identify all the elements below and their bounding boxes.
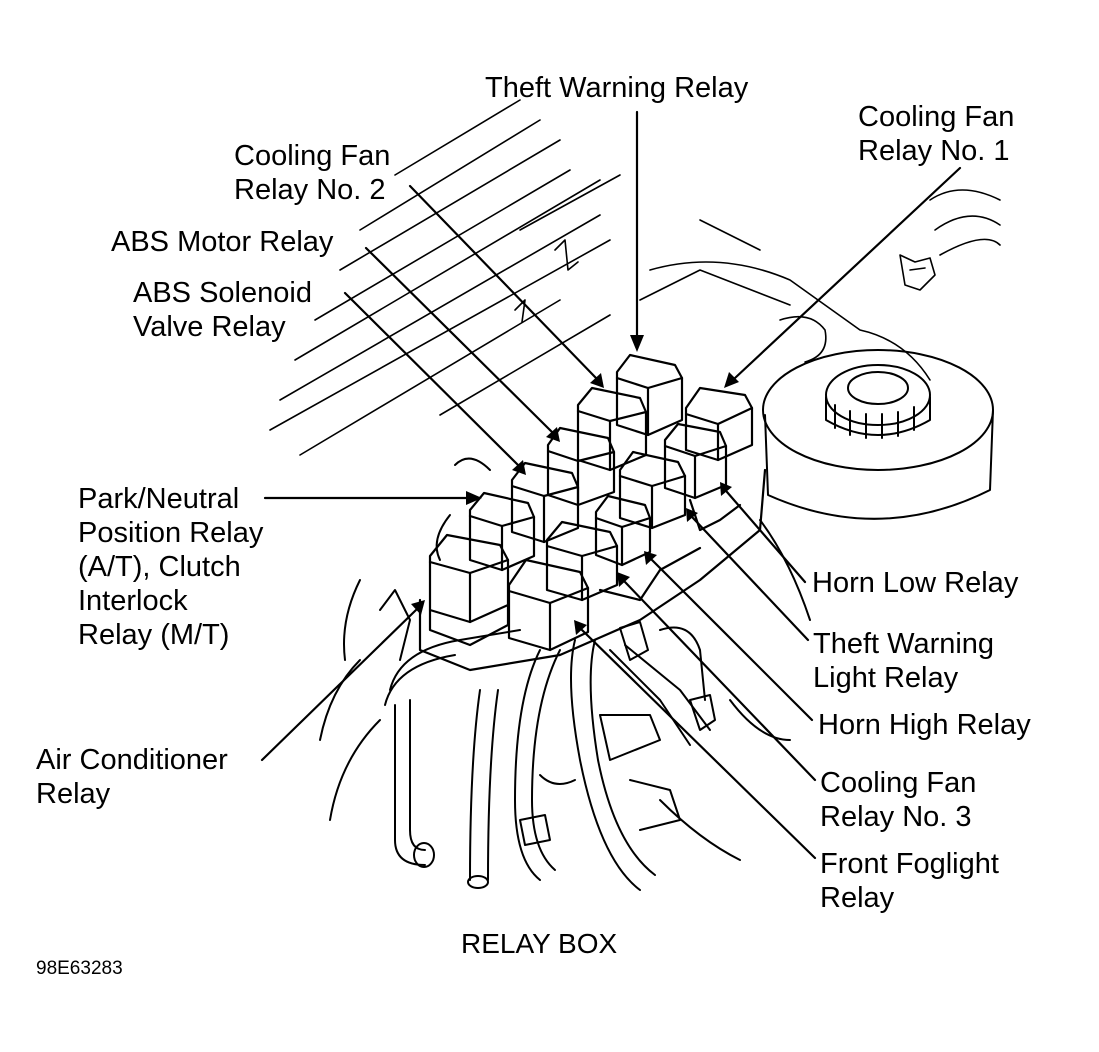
label-line: Relay [36,778,111,810]
label-line: Cooling Fan [858,101,1015,133]
label-horn-low-relay: Horn Low Relay [812,566,1018,600]
label-park-neutral-position-relay: Park/Neutral Position Relay (A/T), Clutc… [78,482,263,652]
leader-horn-high-relay [650,558,814,722]
label-abs-motor-relay: ABS Motor Relay [111,225,333,259]
label-line: Cooling Fan [820,767,977,799]
label-air-conditioner-relay: Air Conditioner Relay [36,743,228,811]
label-line: Cooling Fan [234,140,391,172]
leader-cooling-fan-relay-1 [733,166,962,380]
label-line: Relay No. 1 [858,135,1010,167]
reservoir-cap-illustration [762,349,994,520]
leader-theft-warning-light-relay [691,516,810,642]
leader-cooling-fan-relay-2 [408,184,598,380]
label-line: Air Conditioner [36,744,228,776]
engine-compartment-background [269,99,1001,456]
label-line: Horn High Relay [818,709,1031,741]
label-line: Interlock [78,585,188,617]
figure-caption: RELAY BOX [461,928,618,959]
label-line: Park/Neutral [78,483,240,515]
label-line: ABS Motor Relay [111,226,334,258]
label-cooling-fan-relay-2: Cooling Fan Relay No. 2 [234,139,390,207]
label-line: Front Foglight [820,848,999,880]
label-line: Relay (M/T) [78,619,230,651]
leader-front-foglight-relay [580,628,817,860]
leader-abs-motor-relay [364,246,554,434]
leader-cooling-fan-relay-3 [623,580,817,782]
leader-abs-solenoid-valve-relay [343,291,520,467]
label-front-foglight-relay: Front Foglight Relay [820,847,999,915]
label-line: ABS Solenoid [133,277,312,309]
label-abs-solenoid-valve-relay: ABS Solenoid Valve Relay [133,276,312,344]
label-theft-warning-relay: Theft Warning Relay [485,71,748,105]
label-line: Theft Warning [813,628,995,660]
label-line: (A/T), Clutch [78,551,241,583]
hoses-and-wiring [319,457,811,891]
label-line: Relay [820,882,895,914]
figure-id: 98E63283 [36,958,123,979]
label-cooling-fan-relay-3: Cooling Fan Relay No. 3 [820,766,976,834]
leader-air-conditioner-relay [260,608,418,762]
label-line: Position Relay [78,517,264,549]
label-theft-warning-light-relay: Theft Warning Light Relay [813,627,994,695]
label-cooling-fan-relay-1: Cooling Fan Relay No. 1 [858,100,1014,168]
label-line: Light Relay [813,662,959,694]
label-line: Valve Relay [133,311,286,343]
label-line: Horn Low Relay [812,567,1019,599]
leader-lines [260,110,962,860]
label-line: Theft Warning Relay [485,72,749,104]
label-line: Relay No. 2 [234,174,386,206]
relay-blocks [418,353,767,672]
leader-horn-low-relay [725,490,807,584]
label-horn-high-relay: Horn High Relay [818,708,1031,742]
label-line: Relay No. 3 [820,801,972,833]
